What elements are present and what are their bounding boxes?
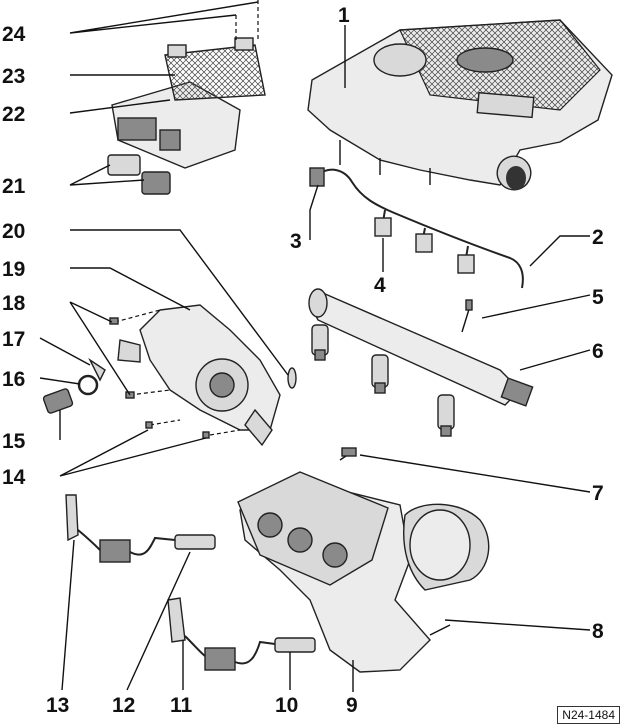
- callout-17: 17: [2, 328, 25, 351]
- leader-lines: [39, 1, 591, 692]
- callout-10: 10: [275, 694, 298, 717]
- callout-13: 13: [46, 694, 69, 717]
- connector-4c: [457, 254, 475, 274]
- mounting-bracket: [164, 0, 266, 101]
- callout-1: 1: [338, 4, 350, 27]
- injectors: [311, 324, 455, 437]
- wiring-harness: [309, 167, 524, 289]
- connector-4a: [374, 217, 392, 237]
- callout-19: 19: [2, 258, 25, 281]
- callout-16: 16: [2, 368, 25, 391]
- callout-23: 23: [2, 65, 25, 88]
- sensor-bottom: [167, 597, 316, 671]
- callout-20: 20: [2, 220, 25, 243]
- fuel-rail: [308, 288, 534, 437]
- callout-6: 6: [592, 340, 604, 363]
- callout-3: 3: [290, 230, 302, 253]
- callout-18: 18: [2, 292, 26, 315]
- temperature-sender: [42, 357, 106, 414]
- callout-9: 9: [346, 694, 358, 717]
- connector-3: [309, 167, 325, 187]
- callout-11: 11: [170, 694, 193, 717]
- callout-12: 12: [112, 694, 135, 717]
- callout-5: 5: [592, 286, 604, 309]
- callout-7: 7: [592, 482, 604, 505]
- figure-reference: N24-1484: [557, 706, 620, 724]
- intake-manifold: [237, 447, 490, 673]
- callout-2: 2: [592, 226, 604, 249]
- sensor-left: [65, 494, 216, 563]
- seal-20: [287, 367, 297, 389]
- callout-14: 14: [2, 466, 26, 489]
- engine-cover: [307, 19, 613, 191]
- callout-21: 21: [2, 175, 26, 198]
- callout-4: 4: [374, 274, 386, 297]
- relays: [107, 154, 171, 195]
- callout-15: 15: [2, 430, 26, 453]
- o-ring-16: [77, 374, 99, 396]
- callout-numbers: 1 2 3 4 5 6 7 8 9 10 11 12 13 14 15 16 1…: [2, 4, 604, 717]
- bolt-14b: [202, 431, 210, 439]
- clip-17: [88, 357, 106, 382]
- callout-8: 8: [592, 620, 604, 643]
- connector-4b: [415, 233, 433, 253]
- bolt-14a: [145, 421, 153, 429]
- bolt-8: [429, 624, 451, 636]
- callout-22: 22: [2, 103, 25, 126]
- callout-24: 24: [2, 23, 26, 46]
- coolant-housing: [109, 304, 297, 447]
